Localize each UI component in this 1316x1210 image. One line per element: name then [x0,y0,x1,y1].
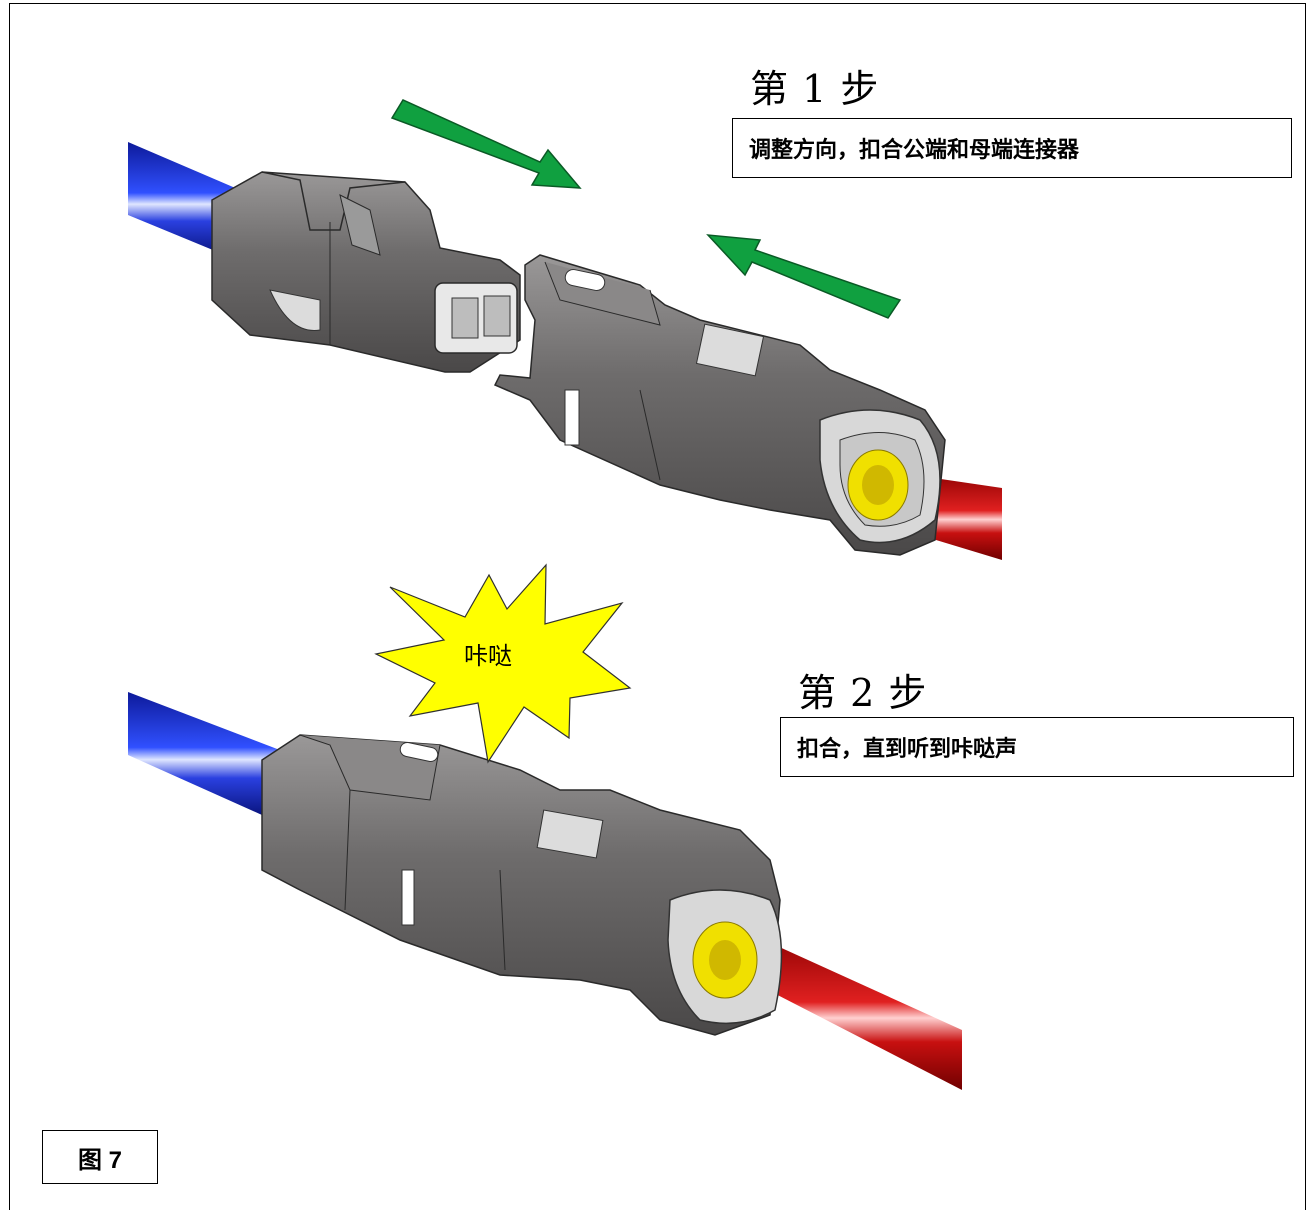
figure-label: 图 7 [42,1130,158,1184]
blue-wire [128,692,285,815]
step2-title: 第 2 步 [798,671,928,715]
mated-connector-step2 [128,692,962,1090]
female-connector-step1 [493,254,1002,560]
figure-frame [9,3,1306,1210]
step1-title: 第 1 步 [750,67,880,111]
mated-housing [261,734,781,1036]
click-burst [374,563,632,764]
step1-caption: 调整方向，扣合公端和母端连接器 [732,118,1292,178]
arrow-right-green [390,99,582,189]
step2-caption: 扣合，直到听到咔哒声 [780,717,1294,777]
male-connector-step1 [128,142,521,373]
arrow-left-green [706,234,902,319]
burst-label: 咔哒 [464,642,512,670]
